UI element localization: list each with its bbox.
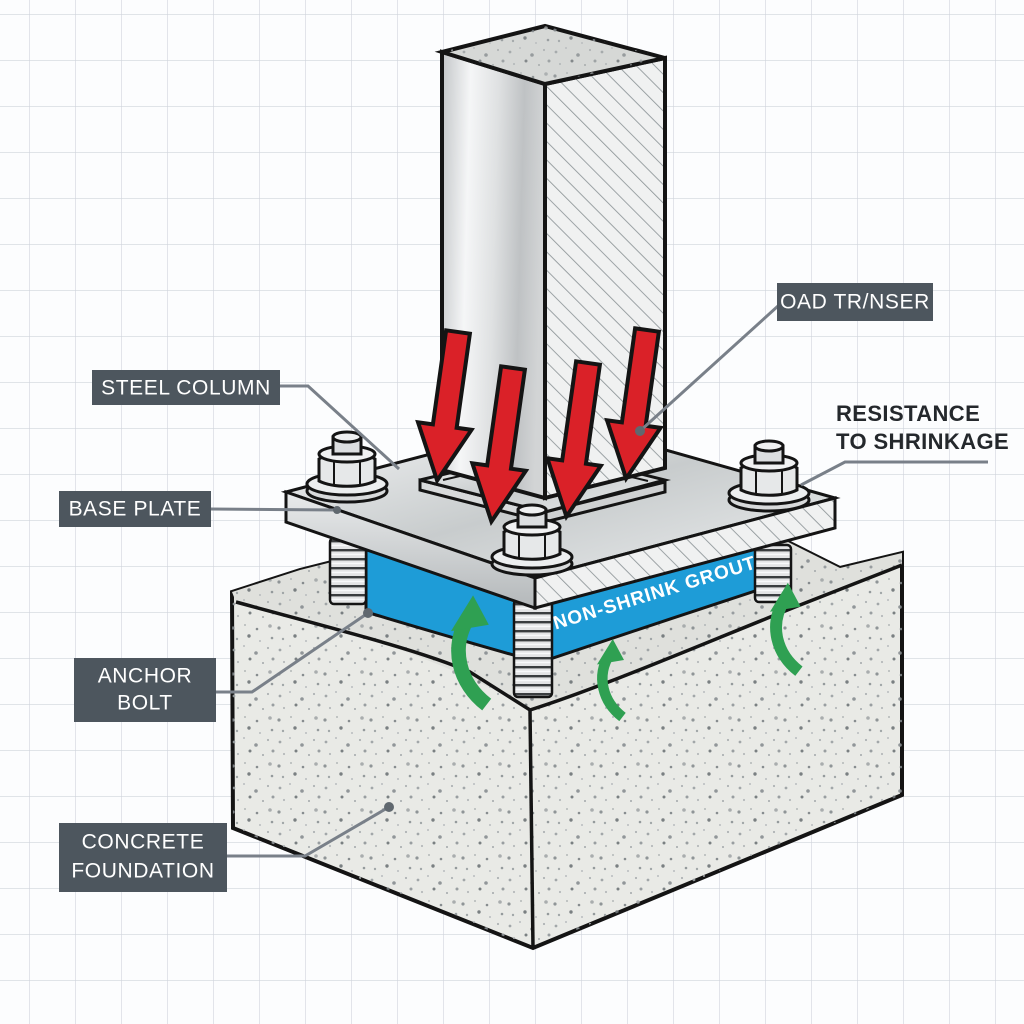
concrete-foundation-label-line2: FOUNDATION xyxy=(71,860,214,883)
leader-anchor-bolt xyxy=(214,611,369,694)
label-resistance: RESISTANCE TO SHRINKAGE xyxy=(836,401,1009,454)
concrete-foundation-badge xyxy=(59,823,227,892)
anchor-bolt-label-line1: ANCHOR xyxy=(98,665,193,688)
resistance-label-line1: RESISTANCE xyxy=(836,401,980,426)
base-plate-badge xyxy=(59,491,211,527)
label-steel-column: STEEL COLUMN xyxy=(92,370,280,405)
leader-steel-column xyxy=(280,384,401,471)
anchor-bolt-shaft-front xyxy=(512,598,554,699)
leader-dot-concrete xyxy=(384,802,394,812)
leader-dot-base-plate xyxy=(333,506,341,514)
load-arrow-1 xyxy=(415,328,475,486)
steel-column-label: STEEL COLUMN xyxy=(101,377,271,400)
column-top-texture xyxy=(442,26,665,84)
leader-dot-load-transfer xyxy=(635,426,645,436)
load-arrows xyxy=(415,326,664,526)
steel-column-badge xyxy=(92,370,280,405)
label-concrete-foundation: CONCRETE FOUNDATION xyxy=(59,823,227,892)
leader-base-plate xyxy=(209,507,338,512)
load-transfer-badge xyxy=(777,283,933,321)
resistance-label-line2: TO SHRINKAGE xyxy=(836,429,1009,454)
base-plate-right-edge xyxy=(533,496,837,610)
base-plate-label: BASE PLATE xyxy=(69,498,202,521)
concrete-top-edge xyxy=(235,563,903,712)
load-transfer-label: OAD TR/NSER xyxy=(780,291,930,314)
load-arrow-2 xyxy=(469,364,530,526)
load-arrow-4 xyxy=(604,326,664,484)
label-base-plate: BASE PLATE xyxy=(59,491,211,527)
concrete-front-corner-edge xyxy=(528,709,535,949)
concrete-foundation-label-line1: CONCRETE xyxy=(82,831,205,854)
anchor-bolt-badge xyxy=(74,658,216,722)
leader-lines xyxy=(209,304,988,858)
leader-dot-anchor-bolt xyxy=(363,608,373,618)
label-load-transfer: OAD TR/NSER xyxy=(777,283,933,321)
leader-resistance xyxy=(800,460,988,487)
anchor-bolt-label-line2: BOLT xyxy=(117,692,173,715)
anchor-bolt-shafts xyxy=(328,536,793,699)
leader-concrete xyxy=(218,805,390,858)
leader-load-transfer xyxy=(638,304,780,433)
label-anchor-bolt: ANCHOR BOLT xyxy=(74,658,216,722)
load-arrow-3 xyxy=(544,359,605,521)
